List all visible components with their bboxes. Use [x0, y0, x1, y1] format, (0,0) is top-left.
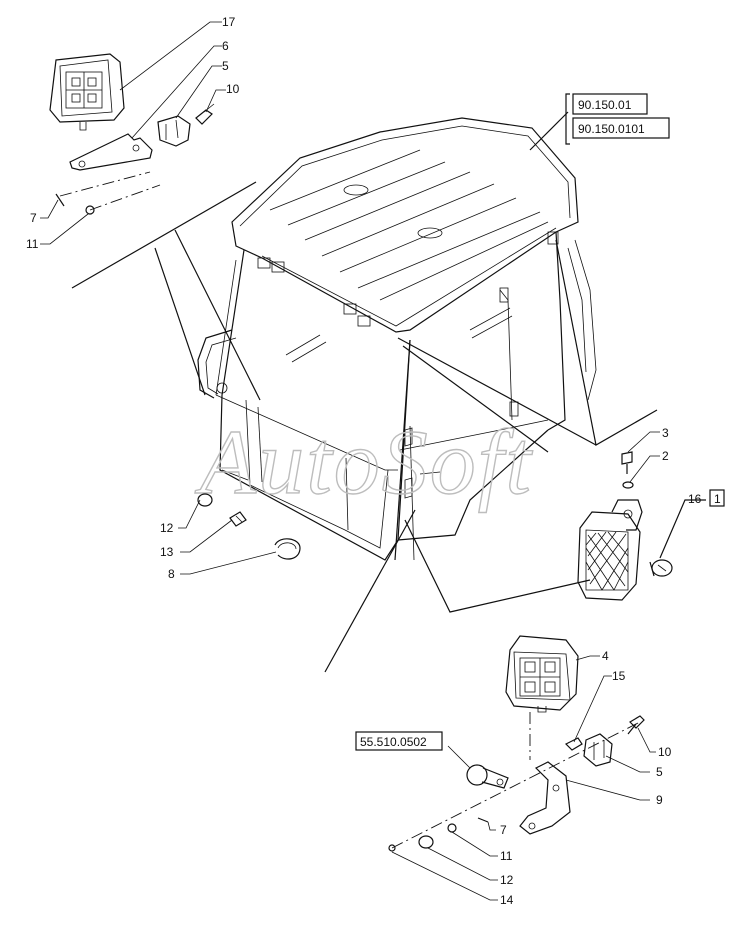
ring-left: [274, 538, 301, 560]
bolt-side: [621, 451, 633, 474]
callout-10b: 10: [658, 745, 672, 759]
callout-11: 11: [26, 237, 39, 251]
cab-frame: [219, 249, 411, 561]
work-lamp-bottom: [505, 635, 579, 713]
callout-7: 7: [30, 211, 37, 225]
callout-2: 2: [662, 449, 669, 463]
pin-bottom: [477, 817, 489, 823]
callout-6: 6: [222, 39, 229, 53]
callout-8: 8: [168, 567, 175, 581]
lamp-bracket-top: [69, 133, 153, 171]
callout-leaders: [40, 21, 660, 901]
cap-left: [197, 493, 213, 507]
callout-5: 5: [222, 59, 229, 73]
cab-roof: [231, 117, 579, 333]
ref-box-90.150.01[interactable]: [572, 93, 648, 115]
ref-group-90150: 90.150.01 90.150.0101: [565, 93, 670, 145]
watermark-text: AutoSoft: [194, 411, 533, 513]
nut-top: [85, 205, 95, 215]
callout-5b: 5: [656, 765, 663, 779]
cap-bottom: [418, 835, 434, 849]
callout-4: 4: [602, 649, 609, 663]
fitting-left: [229, 511, 247, 527]
bulb: [649, 559, 673, 577]
callout-15: 15: [612, 669, 626, 683]
lamp-bracket-bottom: [519, 761, 571, 835]
callout-11b: 11: [500, 849, 513, 863]
ref-label-90.150.01: 90.150.01: [578, 98, 632, 112]
callout-10: 10: [226, 82, 240, 96]
ref-label-90.150.0101: 90.150.0101: [578, 122, 645, 136]
ref-box-1[interactable]: [709, 489, 725, 507]
callout-7b: 7: [500, 823, 507, 837]
ref-group-1: 1: [709, 489, 725, 507]
work-lamp-side: [577, 499, 643, 601]
callout-12: 12: [160, 521, 174, 535]
callout-17: 17: [222, 15, 236, 29]
ref-label-55.510.0502: 55.510.0502: [360, 735, 427, 749]
callout-9: 9: [656, 793, 663, 807]
washer-side: [622, 481, 634, 489]
callout-12b: 12: [500, 873, 514, 887]
cab-assembly: [197, 117, 597, 561]
callout-16: 16: [688, 492, 702, 506]
screw-15: [564, 737, 583, 751]
cable-plate: [466, 764, 509, 789]
work-lamp-top: [49, 53, 125, 131]
ref-label-1: 1: [714, 492, 721, 506]
nut-bottom: [447, 823, 457, 833]
ref-box-90.150.0101[interactable]: [572, 117, 670, 139]
screw-top: [195, 103, 215, 125]
leader-lines: [71, 111, 658, 673]
ring-bottom: [388, 844, 396, 852]
callout-3: 3: [662, 426, 669, 440]
screw-bottom: [627, 715, 645, 735]
callout-13: 13: [160, 545, 174, 559]
clamp-bottom: [583, 733, 613, 767]
clamp-top: [157, 115, 191, 147]
ref-box-55.510.0502[interactable]: [355, 731, 443, 751]
ref-group-55510: 55.510.0502: [355, 731, 443, 751]
pin-top: [55, 193, 65, 207]
callout-14: 14: [500, 893, 514, 907]
cab-door: [245, 399, 389, 549]
